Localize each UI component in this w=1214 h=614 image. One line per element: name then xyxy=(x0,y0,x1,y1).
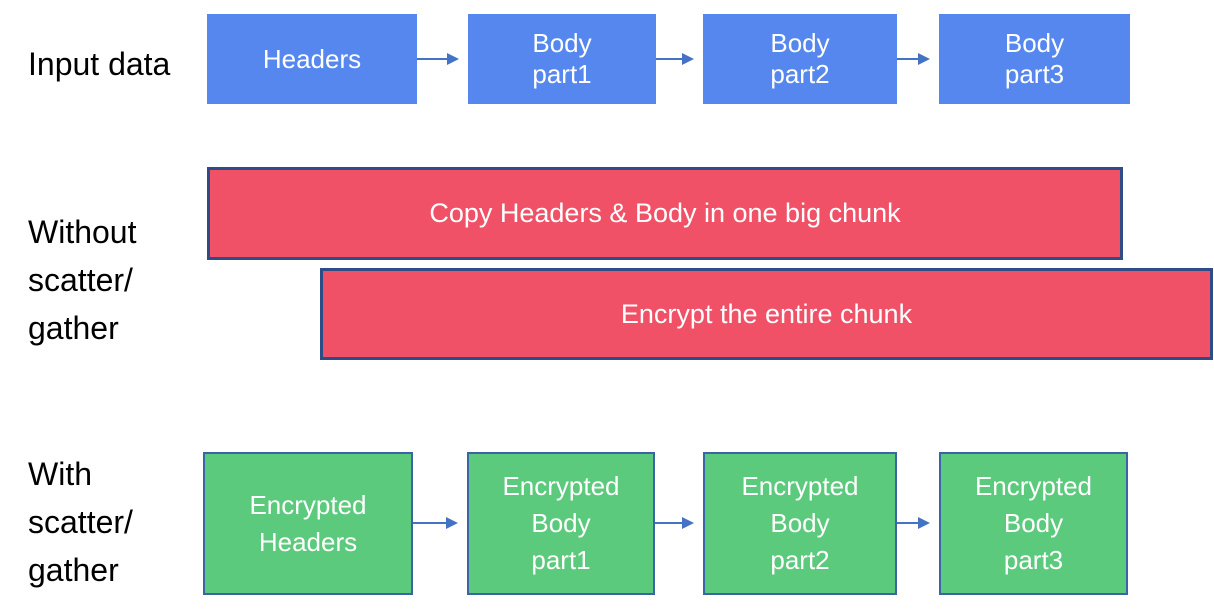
with-box-encrypted-headers: Encrypted Headers xyxy=(203,452,413,595)
without-box-encrypt-chunk: Encrypt the entire chunk xyxy=(320,268,1213,360)
flow-arrow-icon xyxy=(656,53,694,65)
with-box-encrypted-body-part2: Encrypted Body part2 xyxy=(703,452,897,595)
input-box-body-part1: Body part1 xyxy=(468,14,656,104)
flow-arrow-icon xyxy=(897,517,930,529)
input-data-label: Input data xyxy=(28,46,171,82)
with-scatter-gather-label: With scatter/ gather xyxy=(28,456,133,588)
without-scatter-gather-label: Without scatter/ gather xyxy=(28,214,137,346)
without-box-copy-chunk: Copy Headers & Body in one big chunk xyxy=(207,167,1123,260)
with-box-encrypted-body-part1: Encrypted Body part1 xyxy=(467,452,655,595)
flow-arrow-icon xyxy=(897,53,930,65)
with-box-encrypted-body-part3: Encrypted Body part3 xyxy=(939,452,1128,595)
input-box-headers: Headers xyxy=(207,14,417,104)
flow-arrow-icon xyxy=(413,517,458,529)
input-box-body-part3: Body part3 xyxy=(939,14,1130,104)
flow-arrow-icon xyxy=(655,517,694,529)
flow-arrow-icon xyxy=(417,53,459,65)
input-box-body-part2: Body part2 xyxy=(703,14,897,104)
